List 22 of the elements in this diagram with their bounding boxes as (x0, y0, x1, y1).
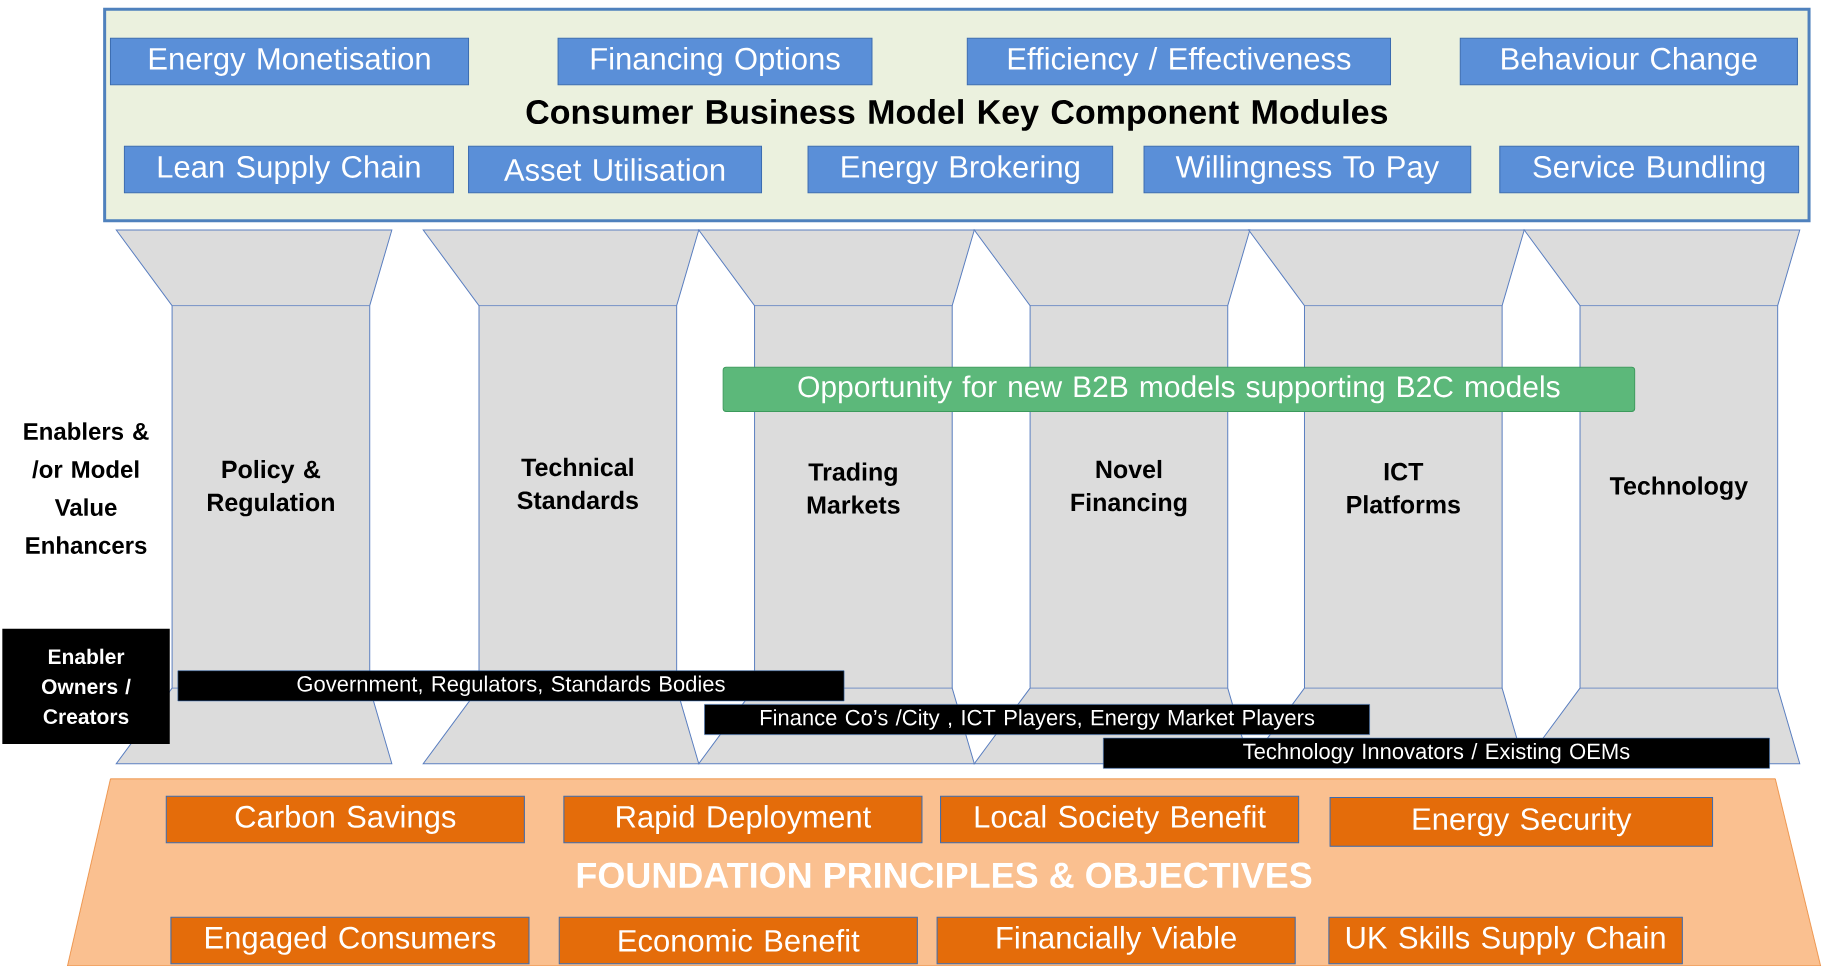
principle-box: Economic Benefit (558, 916, 918, 965)
module-box: Lean Supply Chain (123, 145, 454, 194)
owner-box: Enabler Owners / Creators (2, 628, 170, 744)
owner-bar: Finance Co’s /City , ICT Players, Energy Market Players (704, 704, 1370, 735)
module-box: Behaviour Change (1459, 37, 1798, 86)
principle-box: Carbon Savings (165, 795, 525, 844)
owner-bar: Government, Regulators, Standards Bodies (177, 670, 845, 702)
owner-bar: Technology Innovators / Existing OEMs (1103, 737, 1770, 769)
module-box: Asset Utilisation (468, 145, 763, 194)
module-box: Energy Brokering (807, 145, 1114, 194)
principle-box: Energy Security (1329, 796, 1714, 847)
opportunity-banner: Opportunity for new B2B models supporting B2C models (722, 366, 1636, 412)
module-box: Willingness To Pay (1143, 145, 1472, 194)
principle-box: Engaged Consumers (170, 916, 530, 965)
module-box: Service Bundling (1499, 145, 1800, 194)
module-box: Financing Options (557, 37, 873, 86)
principle-box: Rapid Deployment (563, 795, 923, 844)
principle-box: UK Skills Supply Chain (1328, 916, 1683, 965)
module-box: Energy Monetisation (109, 37, 470, 86)
principle-box: Local Society Benefit (940, 795, 1300, 844)
module-box: Efficiency / Effectiveness (966, 37, 1391, 86)
principle-box: Financially Viable (936, 916, 1296, 965)
